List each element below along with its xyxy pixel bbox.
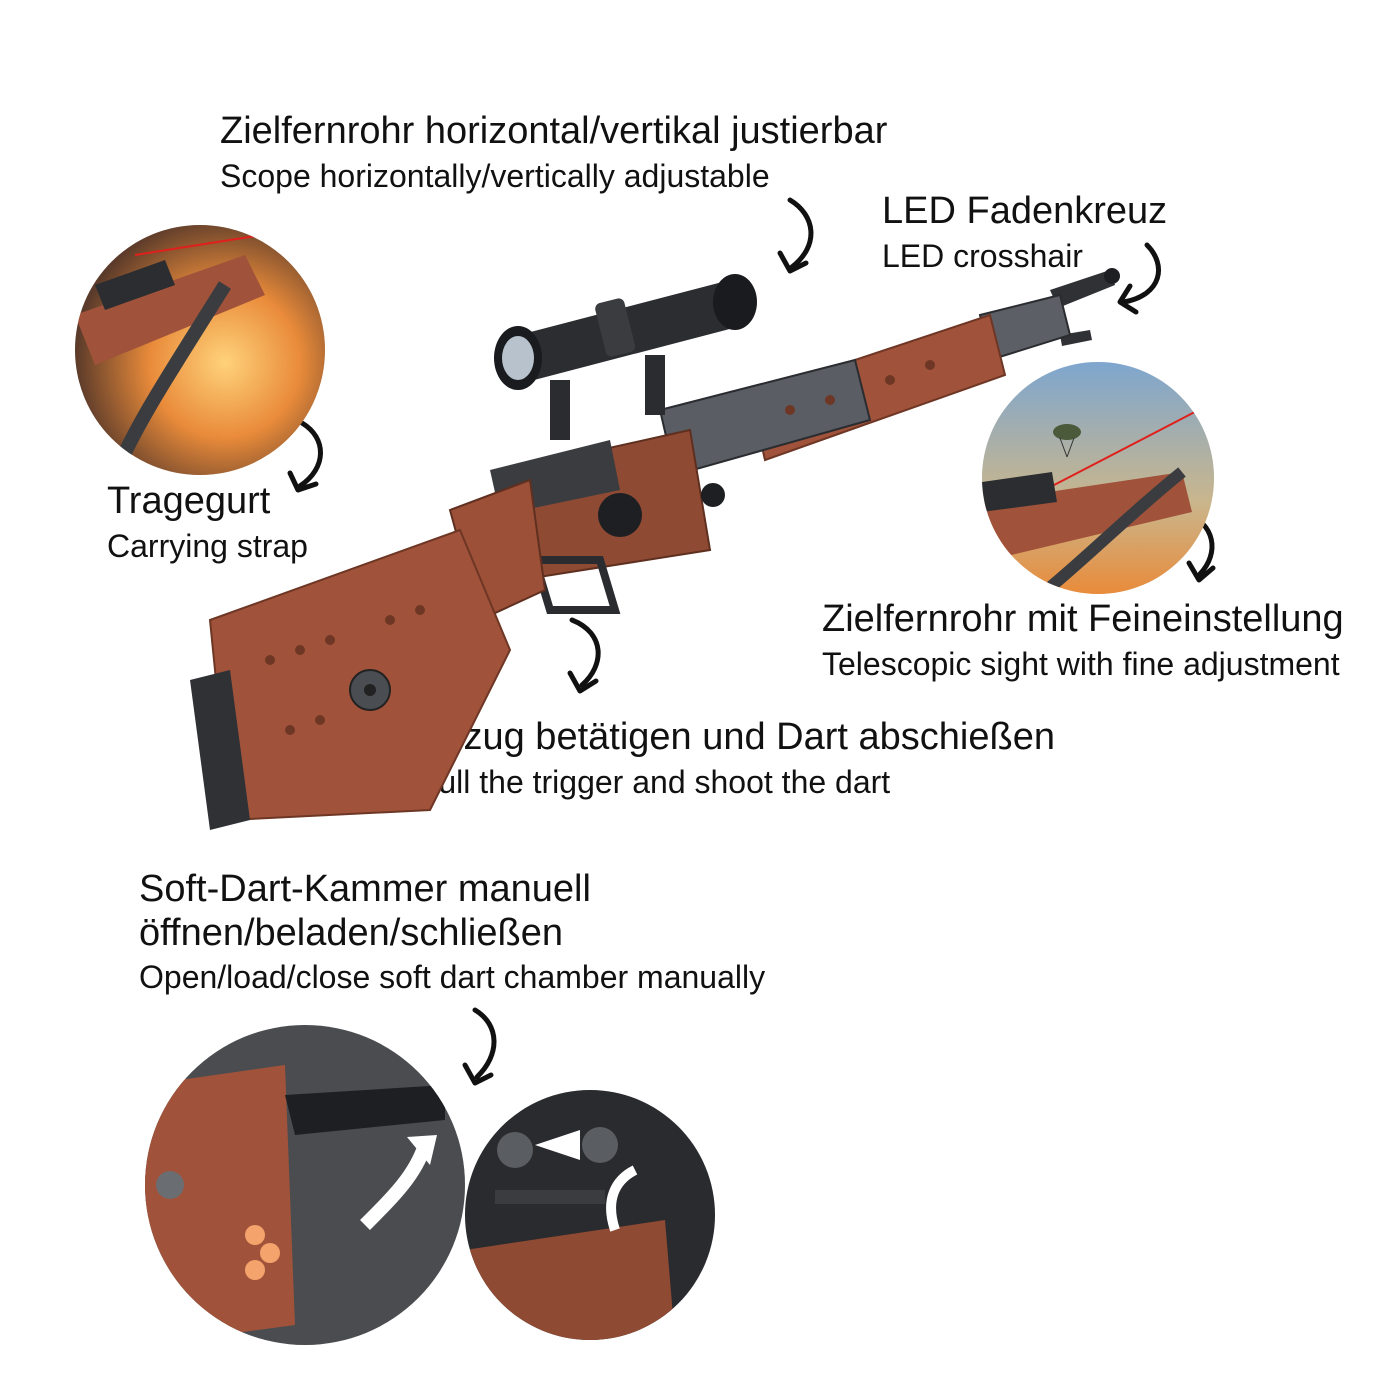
dart-chamber-label-en: Open/load/close soft dart chamber manual…: [139, 959, 766, 996]
carrying-strap-label-de: Tragegurt: [107, 480, 271, 522]
trigger-label-en: Pull the trigger and shoot the dart: [417, 763, 891, 800]
fine-adjust-label-en: Telescopic sight with fine adjustment: [822, 645, 1340, 682]
chamber-close-detail-photo: [465, 1090, 715, 1340]
chamber-open-detail-photo: [145, 1025, 465, 1345]
trigger-label: Abzug betätigen und Dart abschießen Pull…: [417, 716, 1055, 800]
trigger-curved-arrow-icon: [567, 617, 601, 694]
scope: [494, 274, 757, 390]
fine-adjust-label: Zielfernrohr mit Feineinstellung Telesco…: [822, 598, 1344, 682]
scope-curved-arrow-icon: [777, 197, 814, 274]
led-curved-arrow-icon: [1117, 242, 1161, 315]
led-crosshair-label-en: LED crosshair: [882, 237, 1083, 274]
scope-adjust-label: Zielfernrohr horizontal/vertikal justier…: [220, 110, 887, 194]
rifle-illustration: [190, 268, 1120, 830]
chamber-curved-arrow-icon: [462, 1007, 497, 1086]
fine-adjust-label-de: Zielfernrohr mit Feineinstellung: [822, 598, 1344, 640]
dart-chamber-label-de2: öffnen/beladen/schließen: [139, 911, 563, 954]
fine-adjust-detail-photo: [982, 362, 1214, 594]
led-crosshair-label-de: LED Fadenkreuz: [882, 190, 1168, 232]
scope-adjust-label-en: Scope horizontally/vertically adjustable: [220, 157, 770, 194]
trigger-label-de: Abzug betätigen und Dart abschießen: [417, 716, 1055, 758]
strap-curved-arrow-icon: [287, 420, 323, 493]
dart-chamber-label: Soft-Dart-Kammer manuell öffnen/beladen/…: [139, 868, 765, 996]
led-crosshair-label: LED Fadenkreuz LED crosshair: [882, 190, 1167, 274]
strap-detail-photo: [75, 225, 325, 475]
dart-chamber-label-de1: Soft-Dart-Kammer manuell: [139, 868, 591, 910]
scope-adjust-label-de: Zielfernrohr horizontal/vertikal justier…: [220, 110, 888, 152]
carrying-strap-label: Tragegurt Carrying strap: [107, 480, 308, 564]
carrying-strap-label-en: Carrying strap: [107, 527, 308, 564]
